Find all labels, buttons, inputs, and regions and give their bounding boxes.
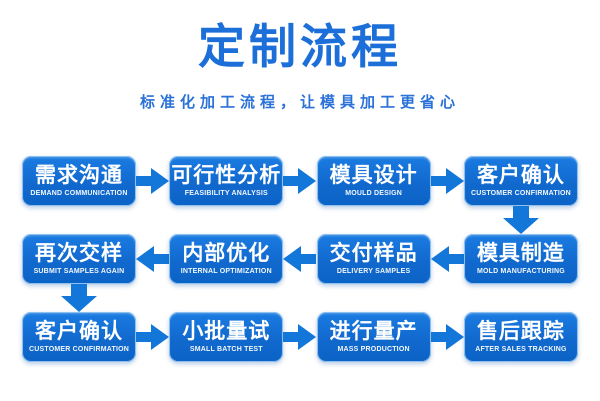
flow-step-title: 再次交样: [35, 242, 123, 266]
flow-step-subtitle: INTERNAL OPTIMIZATION: [180, 268, 272, 276]
flow-step-title: 交付样品: [329, 242, 418, 266]
flow-step-demand-communication: 需求沟通 DEMAND COMMUNICATION: [22, 156, 136, 207]
flow-step-title: 可行性分析: [171, 164, 282, 188]
flow-step-customer-confirmation-1: 客户确认 CUSTOMER CONFIRMATION: [463, 156, 578, 207]
flow-step-subtitle: MOLD MANUFACTURING: [476, 268, 565, 276]
arrow-right-icon: [136, 324, 170, 351]
flow-step-feasibility-analysis: 可行性分析 FEASIBILITY ANALYSIS: [169, 156, 284, 207]
arrow-left-icon: [283, 246, 317, 273]
flow-step-subtitle: MASS PRODUCTION: [337, 346, 410, 354]
flow-step-submit-samples-again: 再次交样 SUBMIT SAMPLES AGAIN: [22, 234, 136, 285]
flow-step-subtitle: DEMAND COMMUNICATION: [30, 190, 128, 198]
flow-step-small-batch-test: 小批量试 SMALL BATCH TEST: [169, 312, 284, 363]
arrow-right-icon: [283, 168, 317, 195]
flow-step-subtitle: AFTER SALES TRACKING: [475, 346, 567, 354]
flow-step-subtitle: SMALL BATCH TEST: [189, 346, 263, 354]
flowchart: 需求沟通 DEMAND COMMUNICATION 可行性分析 FEASIBIL…: [0, 156, 600, 363]
flow-row-3: 客户确认 CUSTOMER CONFIRMATION 小批量试 SMALL BA…: [0, 312, 600, 363]
arrow-left-icon: [430, 246, 464, 273]
arrow-right-icon: [283, 324, 317, 351]
flow-step-mold-manufacturing: 模具制造 MOLD MANUFACTURING: [463, 234, 578, 285]
page-title: 定制流程: [198, 20, 402, 73]
flow-step-subtitle: MOULD DESIGN: [345, 190, 403, 198]
page-subtitle: 标准化加工流程，让模具加工更省心: [139, 94, 460, 112]
flow-row-1: 需求沟通 DEMAND COMMUNICATION 可行性分析 FEASIBIL…: [0, 156, 600, 207]
flow-step-title: 内部优化: [182, 242, 271, 266]
flow-step-title: 小批量试: [182, 320, 271, 344]
flow-step-title: 模具制造: [476, 242, 565, 266]
flow-step-delivery-samples: 交付样品 DELIVERY SAMPLES: [316, 234, 431, 285]
arrow-right-icon: [136, 168, 170, 195]
arrow-right-icon: [430, 324, 464, 351]
flow-step-title: 进行量产: [329, 320, 418, 344]
flow-step-title: 需求沟通: [35, 164, 123, 188]
flow-step-after-sales-tracking: 售后跟踪 AFTER SALES TRACKING: [463, 312, 578, 363]
arrow-left-icon: [136, 246, 170, 273]
header: 定制流程 标准化加工流程，让模具加工更省心: [0, 0, 600, 112]
flow-step-subtitle: DELIVERY SAMPLES: [336, 268, 411, 276]
flow-step-title: 客户确认: [35, 320, 123, 344]
flow-step-subtitle: FEASIBILITY ANALYSIS: [184, 190, 268, 198]
flow-step-internal-optimization: 内部优化 INTERNAL OPTIMIZATION: [169, 234, 284, 285]
flow-step-mould-design: 模具设计 MOULD DESIGN: [316, 156, 431, 207]
flow-step-title: 客户确认: [476, 164, 565, 188]
arrow-down-icon: [503, 206, 539, 235]
flow-step-mass-production: 进行量产 MASS PRODUCTION: [316, 312, 431, 363]
flow-row-2: 再次交样 SUBMIT SAMPLES AGAIN 内部优化 INTERNAL …: [0, 234, 600, 285]
flow-step-title: 模具设计: [329, 164, 418, 188]
flow-step-customer-confirmation-2: 客户确认 CUSTOMER CONFIRMATION: [22, 312, 136, 363]
arrow-right-icon: [430, 168, 464, 195]
arrow-down-icon: [61, 284, 97, 313]
flow-step-title: 售后跟踪: [476, 320, 565, 344]
connector-row-2: [0, 284, 600, 313]
connector-row-1: [0, 206, 600, 235]
flow-step-subtitle: CUSTOMER CONFIRMATION: [29, 346, 129, 354]
flow-step-subtitle: SUBMIT SAMPLES AGAIN: [33, 268, 125, 276]
flow-step-subtitle: CUSTOMER CONFIRMATION: [470, 190, 571, 198]
